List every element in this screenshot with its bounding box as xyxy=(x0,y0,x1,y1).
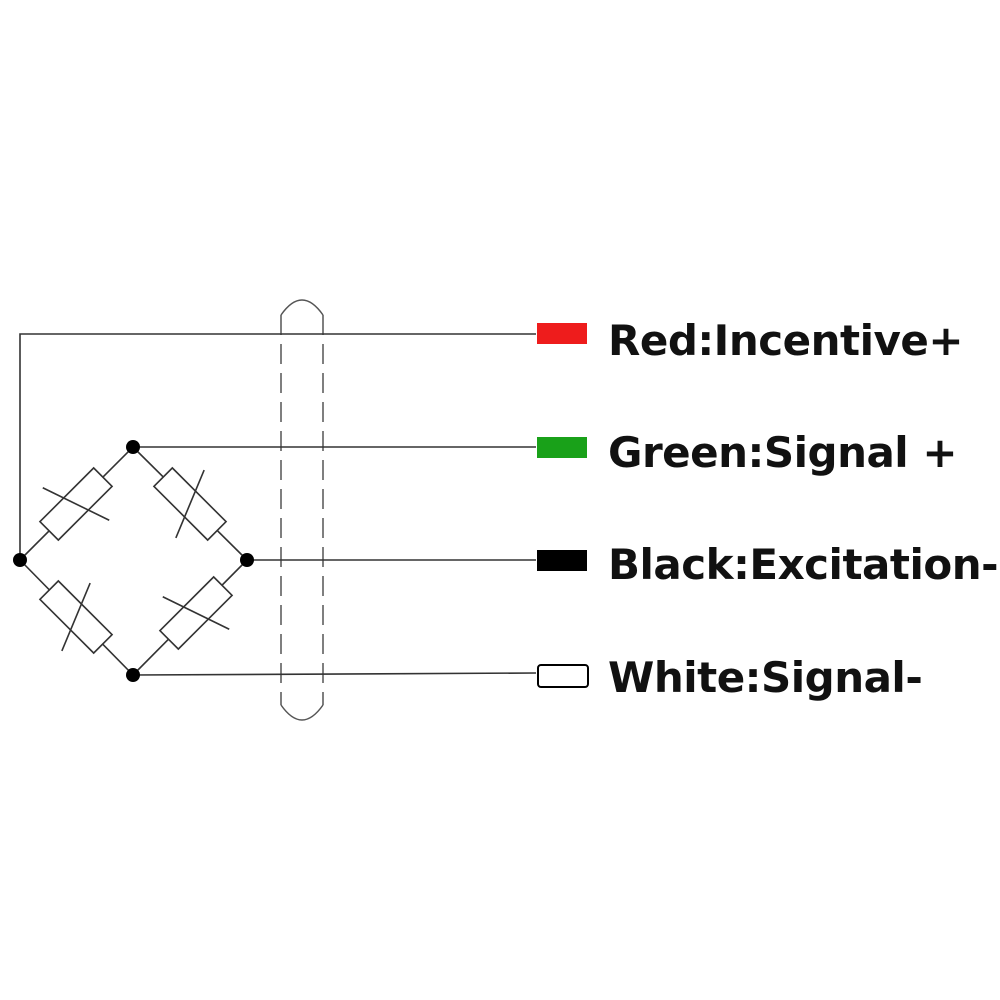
wire-swatches xyxy=(537,323,589,688)
node-right xyxy=(240,553,254,567)
bridge-edges xyxy=(19,446,248,676)
wire-label-green: Green:Signal + xyxy=(608,428,958,477)
cable-top-arc xyxy=(280,299,324,316)
resistor-upper-left xyxy=(38,466,114,542)
junction-nodes xyxy=(13,440,254,682)
wire-label-white: White:Signal- xyxy=(608,653,923,702)
wire-label-black: Black:Excitation- xyxy=(608,540,999,589)
resistor-lower-left xyxy=(38,579,114,655)
wire-label-red: Red:Incentive+ xyxy=(608,316,964,365)
node-left xyxy=(13,553,27,567)
resistors xyxy=(38,466,234,655)
wires xyxy=(19,333,537,676)
resistor-upper-right xyxy=(152,466,228,542)
swatch-black xyxy=(537,550,587,571)
wire-red xyxy=(19,333,536,560)
resistor-upper-right-strain-mark xyxy=(175,469,205,539)
swatch-green xyxy=(537,437,587,458)
cable-sheath xyxy=(280,299,324,721)
node-top xyxy=(126,440,140,454)
swatch-white xyxy=(537,664,589,688)
node-bottom xyxy=(126,668,140,682)
cable-bottom-arc xyxy=(280,704,324,721)
resistor-lower-right-strain-mark xyxy=(162,596,230,630)
resistor-lower-left-strain-mark xyxy=(61,582,91,652)
swatch-red xyxy=(537,323,587,344)
resistor-upper-left-strain-mark xyxy=(42,487,110,521)
wire-white xyxy=(132,672,537,676)
resistor-lower-right xyxy=(158,575,234,651)
